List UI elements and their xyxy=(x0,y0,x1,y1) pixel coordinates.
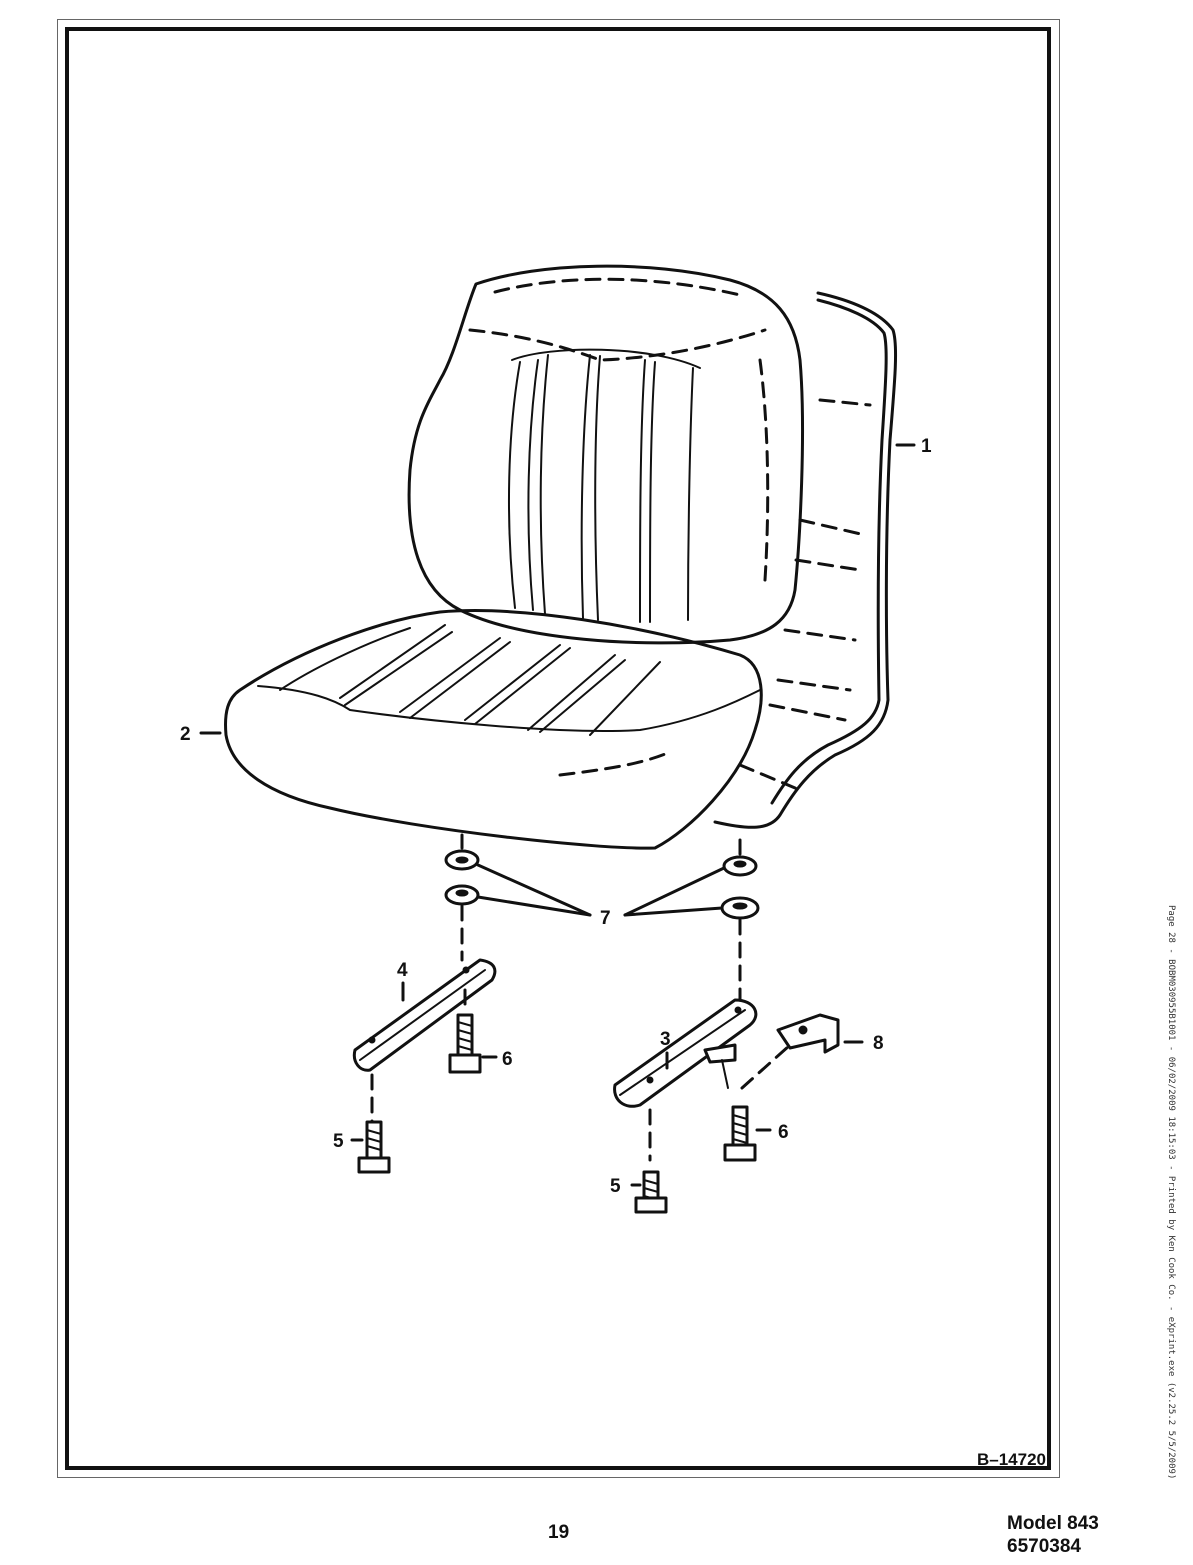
bolt-6-left xyxy=(448,988,482,1074)
leader-lines xyxy=(199,443,916,1187)
seat-cushion xyxy=(224,609,763,850)
callout-4: 4 xyxy=(397,960,408,981)
page-number: 19 xyxy=(548,1522,570,1543)
slide-rail-right xyxy=(613,998,758,1162)
callout-7: 7 xyxy=(600,908,611,929)
slide-rail-left xyxy=(352,958,497,1142)
seat-shell xyxy=(713,291,898,829)
diagram-frame xyxy=(65,27,1051,1470)
bolt-5-right xyxy=(634,1170,668,1214)
model-info: Model 843 6570384 xyxy=(1007,1512,1099,1558)
backrest-cushion xyxy=(407,264,805,645)
callout-5-right: 5 xyxy=(610,1176,621,1197)
print-footer-vertical: Page 28 - BOBM030955B1001 - 06/02/2009 1… xyxy=(1166,905,1176,1480)
callout-3: 3 xyxy=(660,1029,671,1050)
callout-5-left: 5 xyxy=(333,1131,344,1152)
callout-6-left: 6 xyxy=(502,1049,513,1070)
callout-1: 1 xyxy=(921,436,932,457)
callout-2: 2 xyxy=(180,724,191,745)
callout-6-right: 6 xyxy=(778,1122,789,1143)
bolt-6-right xyxy=(723,1105,757,1162)
bracket xyxy=(740,1013,840,1090)
bolt-5-left xyxy=(357,1120,391,1174)
diagram-reference: B–14720 xyxy=(976,1450,1046,1469)
callout-8: 8 xyxy=(873,1033,884,1054)
model-name: Model 843 xyxy=(1007,1513,1099,1534)
outer-frame xyxy=(57,19,1060,1478)
part-number: 6570384 xyxy=(1007,1536,1081,1557)
